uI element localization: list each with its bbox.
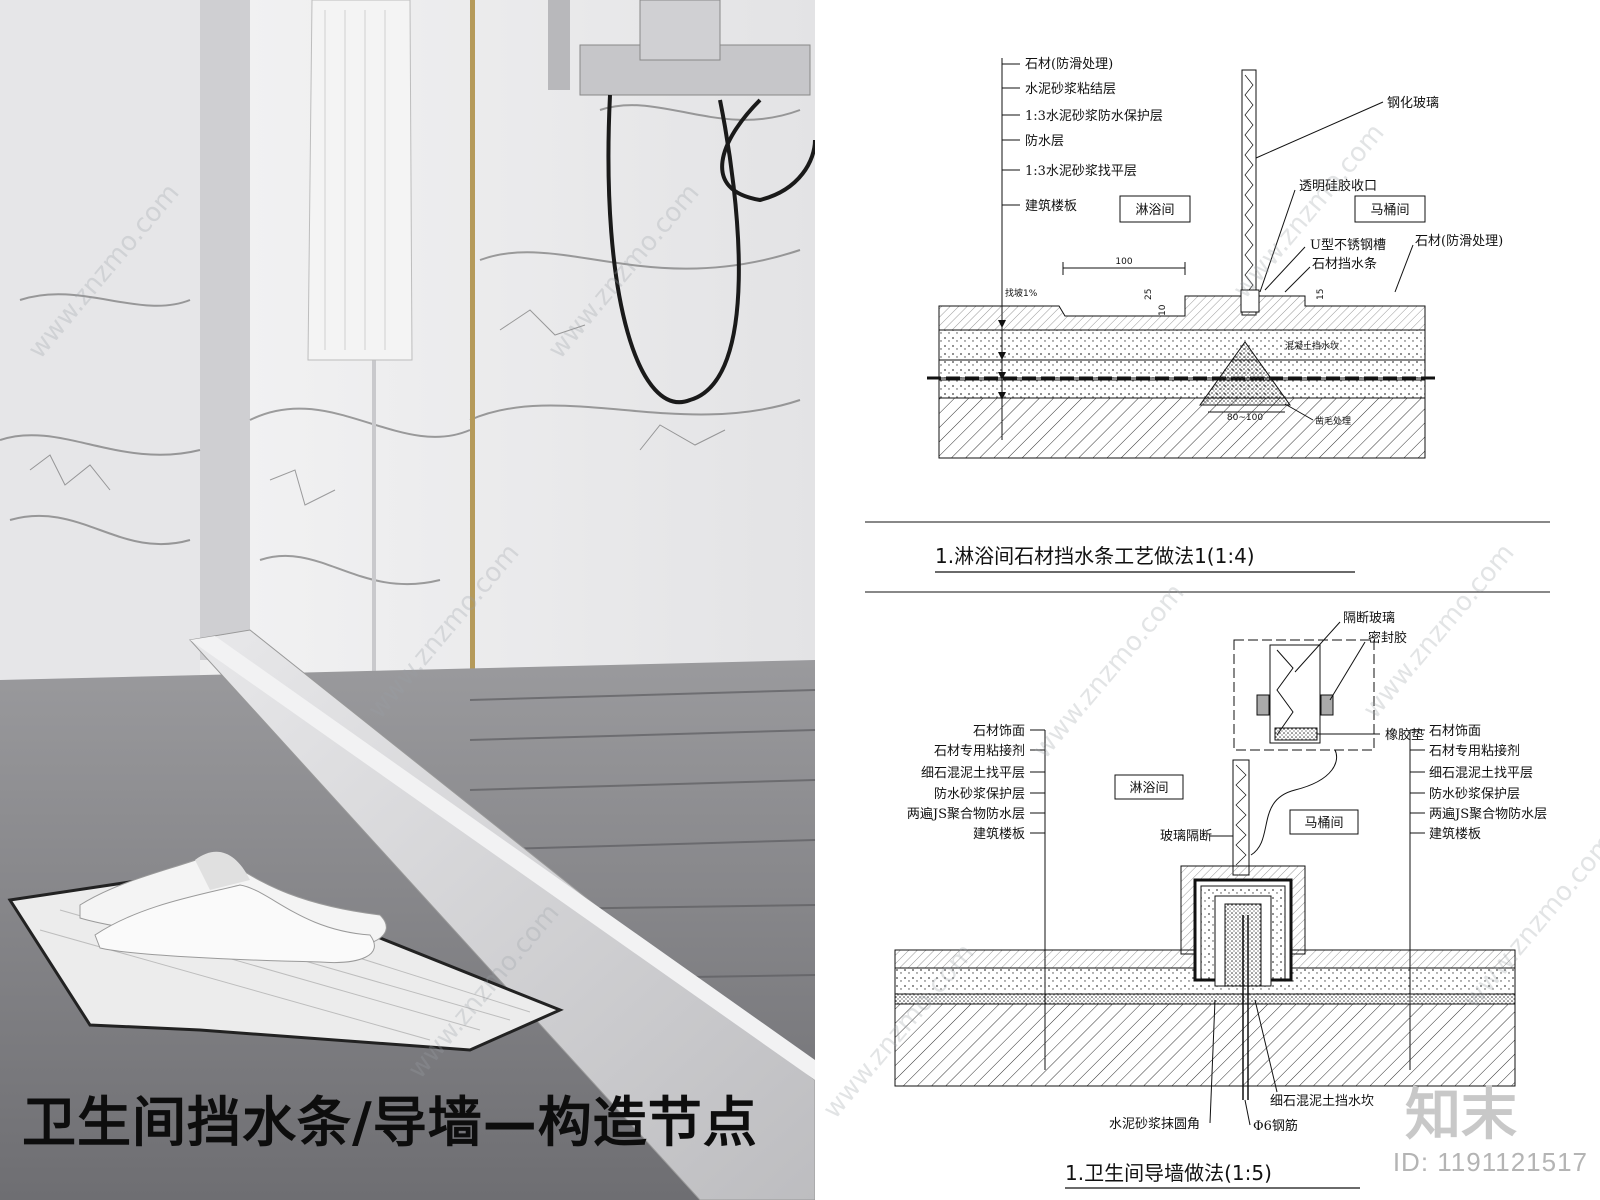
d1-layer-2: 水泥砂浆粘结层 (1025, 82, 1116, 97)
d2-right-layer-3: 细石混泥土找平层 (1429, 766, 1533, 781)
d1-channel-label: U型不锈钢槽 (1310, 238, 1386, 253)
bathroom-photo: www.znzmo.com www.znzmo.com www.znzmo.co… (0, 0, 815, 1200)
d1-layer-3: 1:3水泥砂浆防水保护层 (1025, 108, 1163, 124)
detail-1: 石材(防滑处理) 水泥砂浆粘结层 1:3水泥砂浆防水保护层 防水层 1:3水泥砂… (865, 56, 1550, 593)
d2-left-layer-1: 石材饰面 (973, 724, 1025, 739)
d2-glass-top-label: 隔断玻璃 (1343, 611, 1395, 626)
d1-glass-label: 钢化玻璃 (1387, 96, 1439, 111)
d1-roughen-label: 凿毛处理 (1315, 415, 1351, 427)
d2-left-layer-5: 两遍JS聚合物防水层 (907, 806, 1025, 822)
d1-caption: 1.淋浴间石材挡水条工艺做法1(1:4) (935, 544, 1255, 568)
d1-stone-bar-label: 石材挡水条 (1312, 256, 1377, 272)
d2-right-layer-1: 石材饰面 (1429, 724, 1481, 739)
d2-left-layer-2: 石材专用粘接剂 (934, 743, 1025, 759)
d2-glass-partition: 玻璃隔断 (1160, 829, 1212, 844)
d2-caption: 1.卫生间导墙做法(1:5) (1065, 1161, 1272, 1185)
d2-right-layer-2: 石材专用粘接剂 (1429, 743, 1520, 759)
d2-right-layer-5: 两遍JS聚合物防水层 (1429, 806, 1547, 822)
d2-fillet-label: 水泥砂浆抹圆角 (1109, 1117, 1200, 1132)
d1-layer-5: 1:3水泥砂浆找平层 (1025, 164, 1137, 179)
d1-concrete-label: 混凝土挡水坎 (1285, 340, 1339, 352)
d1-room-left: 淋浴间 (1135, 203, 1174, 218)
d2-left-layer-3: 细石混泥土找平层 (921, 766, 1025, 781)
photo-illustration: www.znzmo.com www.znzmo.com www.znzmo.co… (0, 0, 815, 1200)
d1-layer-6: 建筑楼板 (1025, 198, 1077, 214)
cad-svg: 石材(防滑处理) 水泥砂浆粘结层 1:3水泥砂浆防水保护层 防水层 1:3水泥砂… (817, 56, 1600, 1189)
d2-right-layer-4: 防水砂浆保护层 (1429, 786, 1520, 802)
d2-room-left: 淋浴间 (1129, 781, 1168, 796)
photo-title: 卫生间挡水条/导墙—构造节点 (22, 1091, 758, 1154)
brand-logo: 知末 (1405, 1083, 1517, 1148)
d2-room-right: 马桶间 (1304, 816, 1343, 831)
d1-room-right: 马桶间 (1370, 203, 1409, 218)
d1-dim-15: 15 (1316, 289, 1326, 300)
d2-left-layer-4: 防水砂浆保护层 (934, 786, 1025, 802)
d2-curb-label: 细石混泥土挡水坎 (1270, 1094, 1374, 1109)
detail-2: 隔断玻璃 密封胶 橡胶垫 石材饰面 石材专用粘接剂 细石混泥土找平层 防水砂浆保… (894, 611, 1547, 1189)
image-id: ID: 1191121517 (1392, 1147, 1588, 1177)
cad-drawings: 石材(防滑处理) 水泥砂浆粘结层 1:3水泥砂浆防水保护层 防水层 1:3水泥砂… (815, 0, 1600, 1200)
d2-seal-label: 密封胶 (1368, 630, 1407, 646)
d2-rubber-label: 橡胶垫 (1385, 727, 1424, 743)
svg-text:www.znzmo.com: www.znzmo.com (1457, 828, 1600, 1014)
d2-left-layer-6: 建筑楼板 (973, 826, 1025, 842)
d1-sealant-label: 透明硅胶收口 (1299, 178, 1377, 194)
d1-stone-right-label: 石材(防滑处理) (1415, 233, 1503, 249)
d2-rebar-label: Φ6钢筋 (1253, 1118, 1298, 1134)
d1-layer-4: 防水层 (1025, 133, 1064, 149)
d2-right-layer-6: 建筑楼板 (1429, 826, 1481, 842)
d1-dim-100: 100 (1115, 257, 1132, 267)
d1-dim-25: 25 (1144, 289, 1154, 300)
d1-layer-1: 石材(防滑处理) (1025, 56, 1113, 72)
d1-width-dim: 80~100 (1227, 413, 1263, 423)
svg-text:www.znzmo.com: www.znzmo.com (1027, 578, 1190, 764)
d1-slope: 找坡1% (1005, 287, 1038, 299)
d1-dim-10: 10 (1158, 304, 1168, 316)
